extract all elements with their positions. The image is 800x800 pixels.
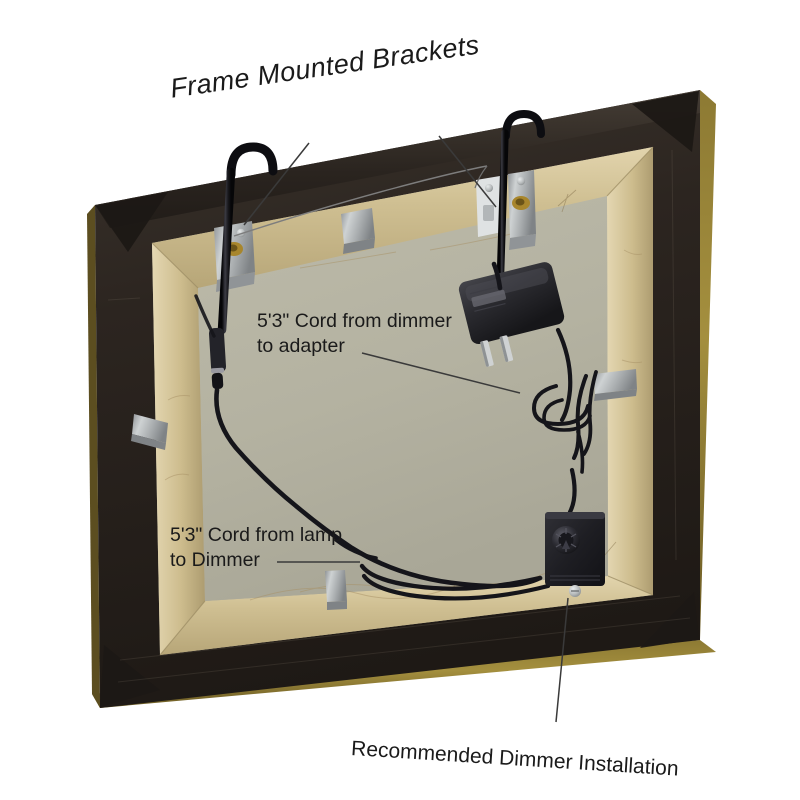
adapter-prong-right-shadow bbox=[499, 336, 509, 362]
adapter-vent-lines bbox=[469, 285, 506, 312]
cord-left-lamp-to-dimmer bbox=[214, 387, 543, 589]
cord-right-arm-to-adapter bbox=[491, 261, 503, 291]
hanging-wire-tail bbox=[474, 165, 488, 189]
clip-bottom bbox=[325, 570, 347, 602]
bracket-right-b-boss-core bbox=[515, 198, 525, 206]
corner-bracket-bottom-right bbox=[640, 592, 699, 648]
leader-title-left bbox=[243, 142, 310, 226]
dimmer-knob-pointer bbox=[562, 540, 570, 549]
lamp-arm-left-shaft bbox=[217, 167, 236, 335]
stretcher-miters bbox=[151, 146, 654, 656]
clip-top-middle-tab bbox=[343, 238, 375, 254]
ac-adapter bbox=[458, 262, 565, 367]
clip-left bbox=[132, 414, 168, 443]
frame-gold-edge-left bbox=[87, 205, 100, 708]
cord-to-dimmer-box bbox=[567, 467, 577, 515]
clip-top-middle bbox=[341, 208, 375, 244]
bracket-right-a-screw bbox=[485, 184, 493, 192]
lamp-arm-left-barrel bbox=[208, 327, 227, 373]
corner-bracket-top-right bbox=[632, 91, 699, 152]
cord-slack-loop bbox=[334, 538, 378, 560]
hanging-wire-left-span bbox=[233, 165, 488, 237]
leader-dimmer-install bbox=[555, 597, 569, 723]
lamp-arm-right bbox=[496, 109, 545, 294]
dimmer-knob-grip bbox=[555, 528, 577, 552]
lamp-arms bbox=[208, 109, 545, 390]
cord-dimmer-output-loop2 bbox=[361, 573, 551, 601]
lamp-arm-right-hook bbox=[502, 109, 545, 140]
stretcher-clips bbox=[131, 208, 637, 610]
cord-dimmer-output-loop bbox=[359, 563, 543, 591]
lamp-arm-left-hook bbox=[226, 142, 278, 180]
bracket-right-b-flange bbox=[509, 234, 536, 250]
stretcher-left bbox=[152, 243, 205, 655]
clip-right bbox=[594, 369, 637, 394]
corner-bracket-bottom-left bbox=[100, 645, 160, 707]
lamp-arm-right-shaft bbox=[496, 129, 509, 294]
stretcher-bottom bbox=[160, 576, 653, 655]
leader-title-right bbox=[438, 135, 497, 208]
corner-bracket-top-left bbox=[96, 192, 168, 252]
hanging-wire bbox=[233, 165, 488, 237]
bracket-right-a-slot bbox=[483, 205, 494, 221]
annotation-cord-dimmer-to-adapter-line2: to adapter bbox=[257, 334, 345, 357]
power-cords bbox=[194, 261, 598, 601]
bracket-right-b bbox=[508, 170, 536, 250]
clip-right-tab bbox=[594, 389, 637, 401]
clip-left-tab bbox=[131, 434, 166, 450]
lamp-arm-left bbox=[208, 142, 278, 390]
bracket-right-b-screw bbox=[516, 176, 526, 186]
lamp-arm-left-plug bbox=[211, 372, 224, 390]
lamp-arm-left-ferrule bbox=[211, 367, 225, 374]
frame-grain bbox=[107, 149, 691, 683]
annotation-cord-lamp-to-dimmer-line2: to Dimmer bbox=[170, 548, 260, 571]
cord-coil-bundle bbox=[531, 370, 598, 474]
frame-top-rail bbox=[95, 90, 700, 228]
annotation-cord-dimmer-to-adapter-line1: 5'3" Cord from dimmer bbox=[257, 310, 452, 332]
clip-bottom-tab bbox=[327, 601, 347, 610]
dimmer-box bbox=[545, 512, 605, 597]
annotation-cord-lamp-to-dimmer-line1: 5'3" Cord from lamp bbox=[170, 524, 343, 546]
leader-cord-adapter bbox=[361, 352, 521, 394]
dimmer-top-edge bbox=[545, 512, 605, 519]
adapter-prong-left-shadow bbox=[480, 341, 489, 367]
leader-lines bbox=[243, 135, 569, 723]
adapter-label-strip bbox=[471, 289, 507, 307]
dimmer-vent-lines bbox=[550, 575, 600, 581]
bracket-right-a bbox=[476, 176, 502, 237]
adapter-body-highlight bbox=[465, 267, 549, 302]
cord-adapter-output bbox=[555, 327, 573, 423]
cord-left-upper-segment bbox=[194, 294, 216, 338]
